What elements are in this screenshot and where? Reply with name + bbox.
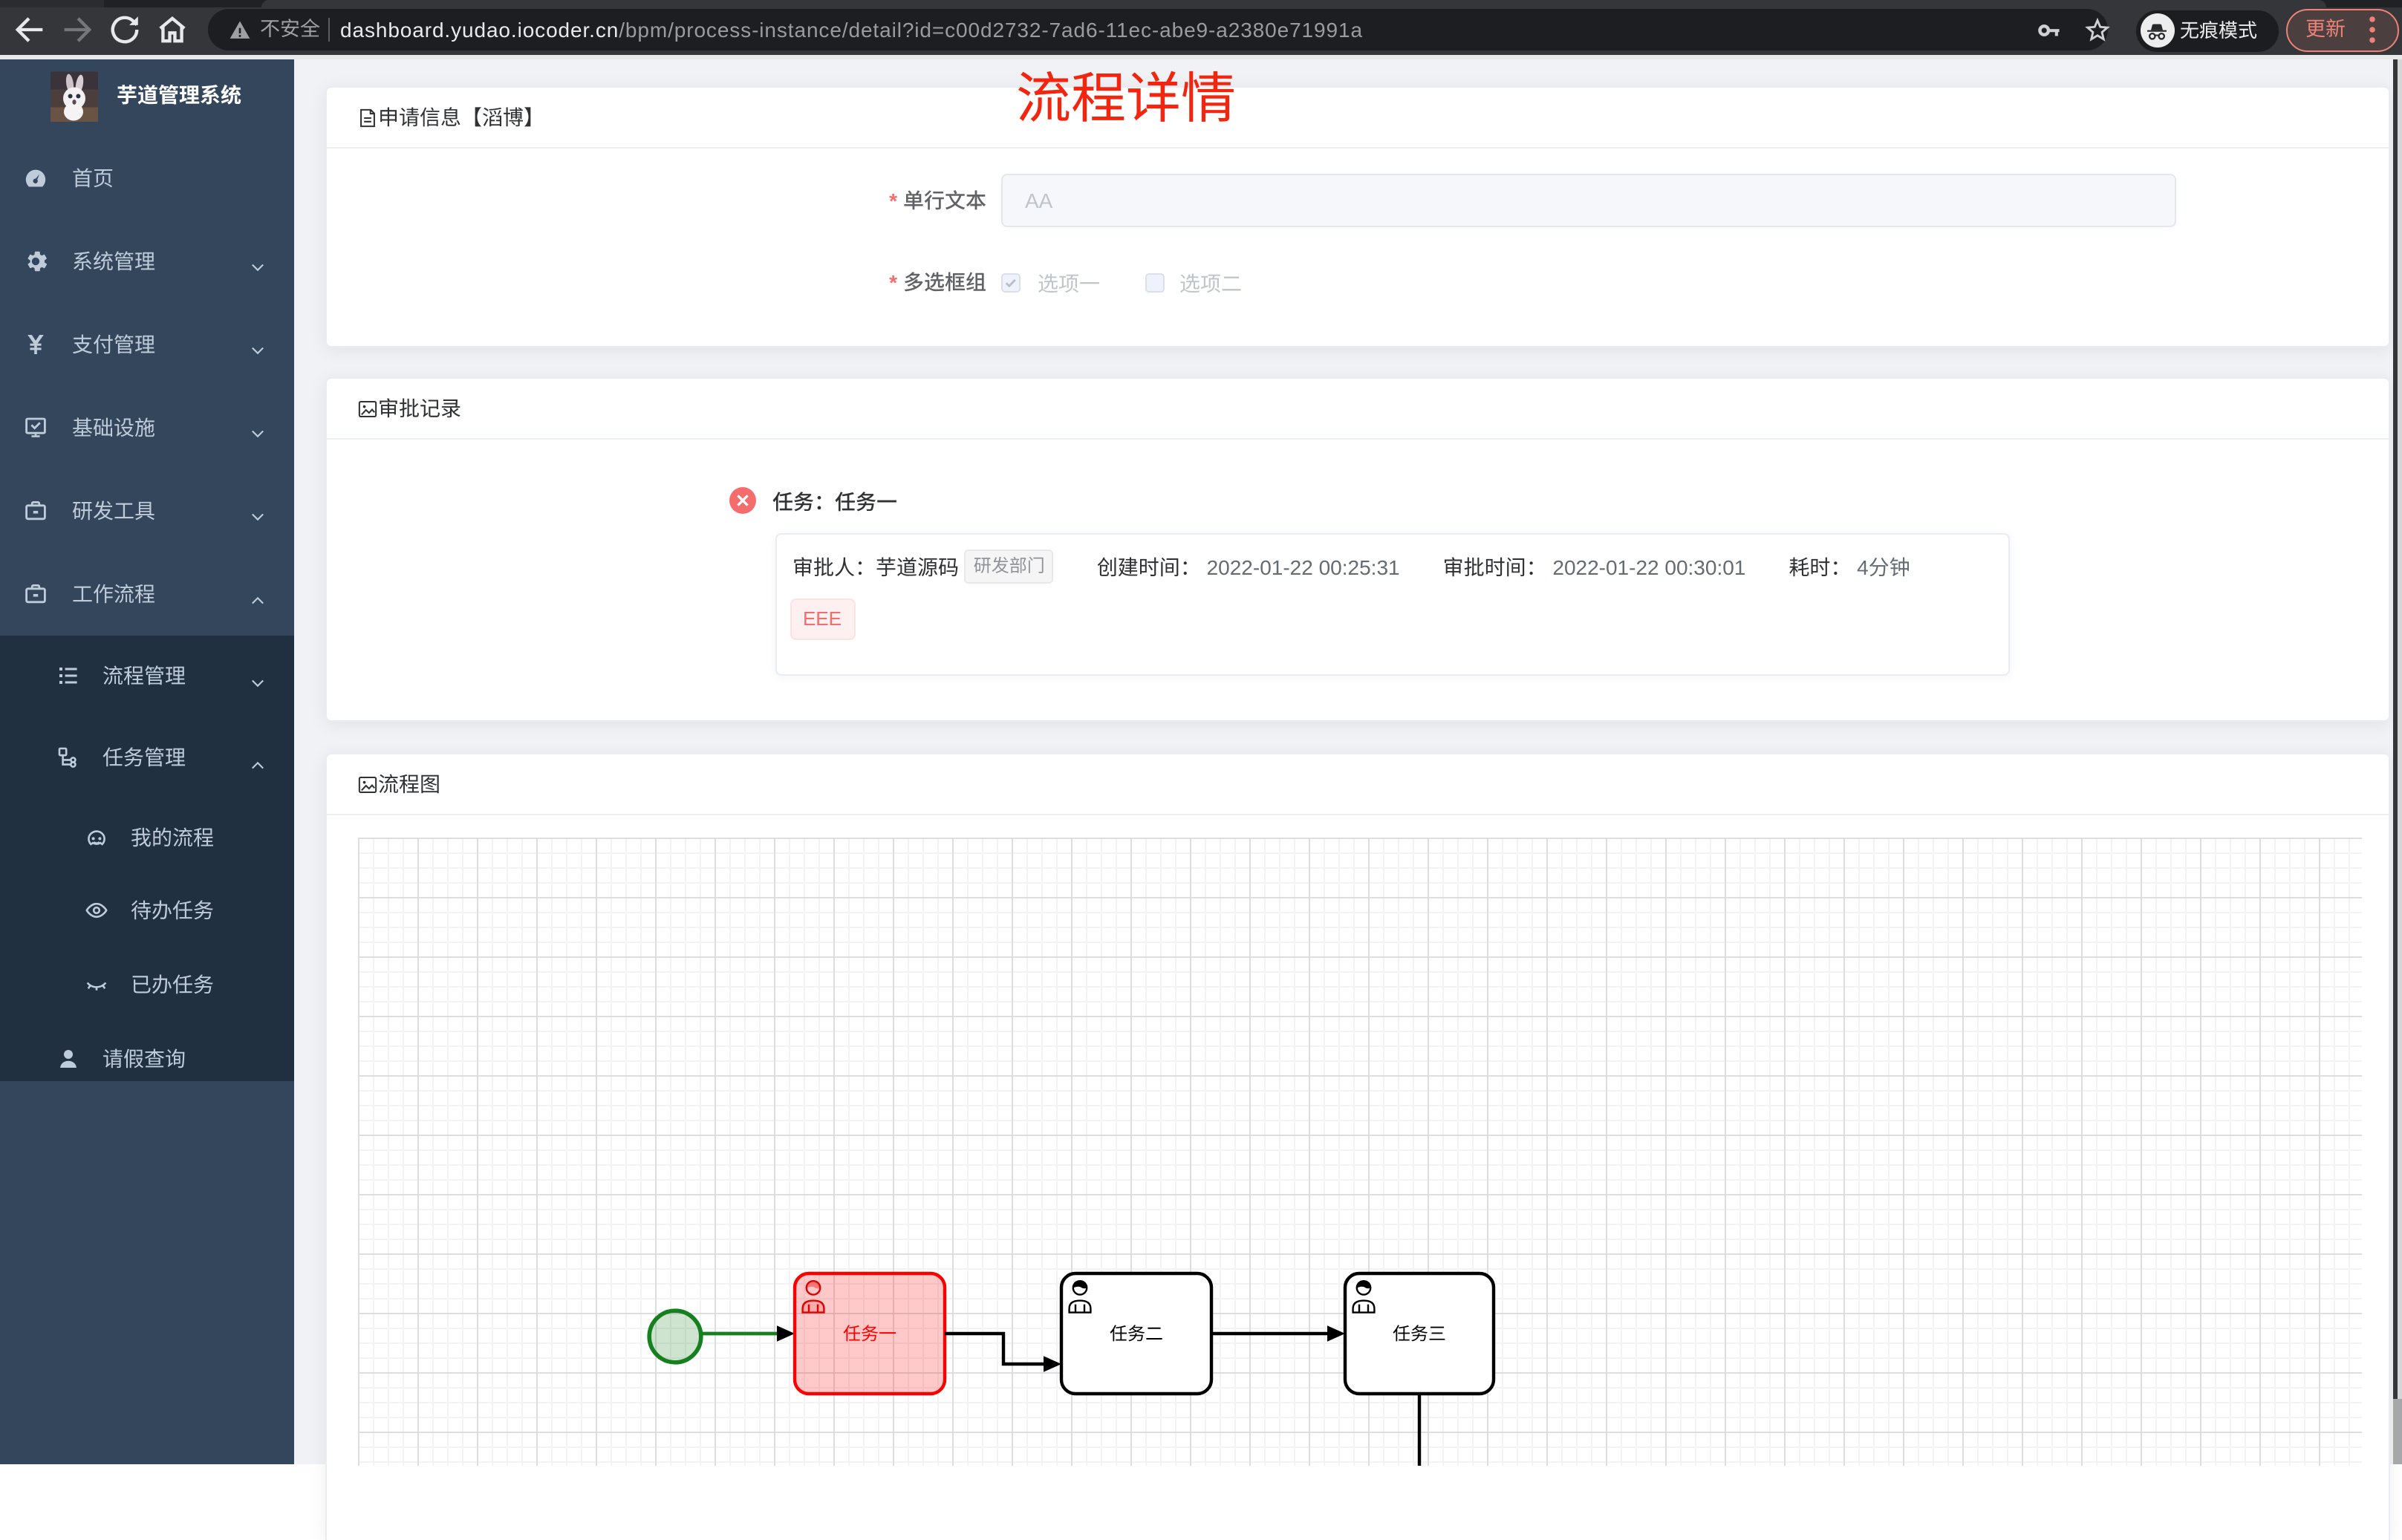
svg-text:任务二: 任务二 xyxy=(1109,1324,1162,1344)
svg-text:任务一: 任务一 xyxy=(842,1324,896,1344)
svg-text:任务三: 任务三 xyxy=(1392,1324,1445,1344)
